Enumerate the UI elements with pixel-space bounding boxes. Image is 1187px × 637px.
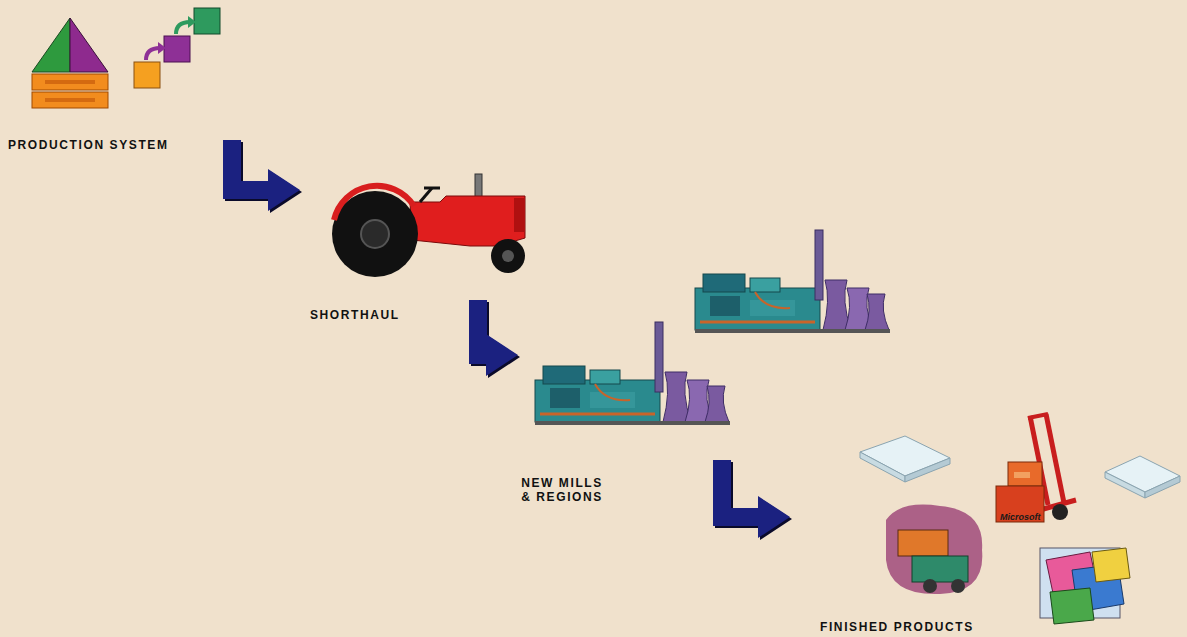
arrow-body (223, 140, 300, 211)
stage-label: SHORTHAUL (310, 308, 400, 322)
arrow-body (469, 300, 518, 376)
stage-label: PRODUCTION SYSTEM (8, 138, 169, 152)
stage-label: FINISHED PRODUCTS (820, 620, 974, 634)
stage-node: FINISHED PRODUCTS (790, 410, 1182, 635)
flow-arrow (223, 140, 302, 213)
stage-node: PRODUCTION SYSTEM (5, 5, 232, 155)
stage-node: NEW MILLS & REGIONS (518, 320, 722, 510)
flow-arrow (713, 460, 792, 540)
stage-label: NEW MILLS & REGIONS (518, 476, 606, 504)
brand-label: Microsoft (1000, 512, 1041, 522)
stage-node: SHORTHAUL (300, 170, 478, 323)
arrow-body (713, 460, 790, 538)
flow-arrow (469, 300, 520, 378)
